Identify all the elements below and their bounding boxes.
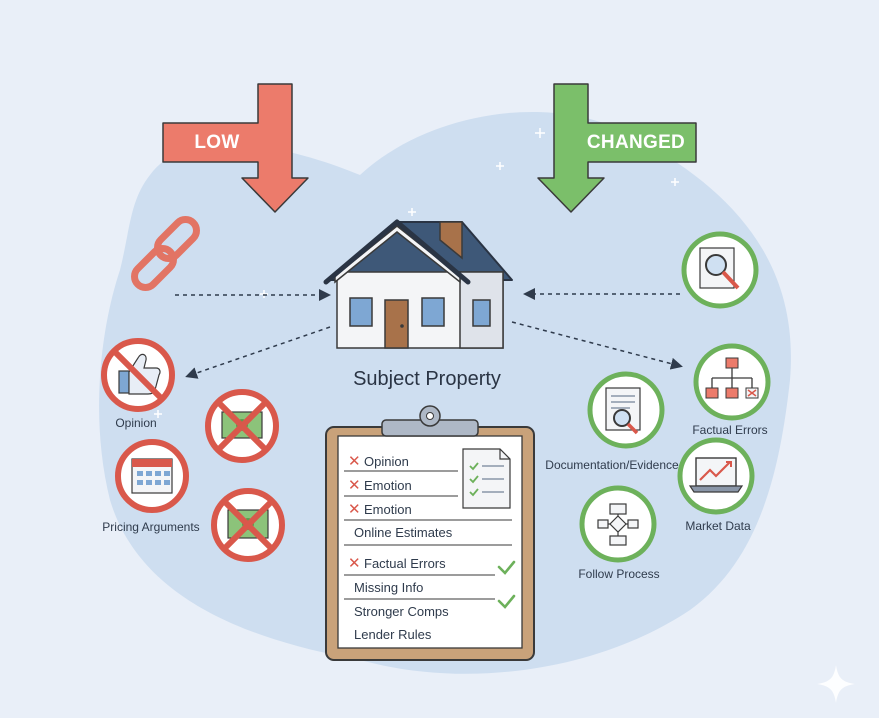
checklist-item: ✕Opinion: [348, 452, 409, 470]
check-icon: [497, 560, 516, 575]
opinion-label: Opinion: [115, 416, 157, 430]
calendar-prohibited-icon: [115, 439, 189, 513]
checklist-item: ✕Emotion: [348, 476, 412, 494]
checklist-item-text: Online Estimates: [354, 525, 453, 540]
checklist-item-text: Factual Errors: [364, 555, 446, 571]
money-prohibited-icon: [211, 488, 285, 562]
market-data-label: Market Data: [685, 519, 751, 533]
check-icon: [497, 594, 516, 609]
checklist-document-icon: [462, 448, 511, 509]
low-arrow: [162, 83, 309, 213]
magnifier-document-icon: [681, 231, 759, 309]
money-prohibited-icon: [205, 389, 279, 463]
document-magnifier-icon: [587, 371, 665, 449]
checklist-item-text: Emotion: [364, 477, 412, 493]
changed-arrow: [537, 83, 697, 213]
sparkles: [154, 128, 679, 418]
checklist-item-text: Stronger Comps: [354, 604, 449, 619]
x-mark-icon: ✕: [348, 453, 361, 470]
documentation-evidence-label: Documentation/Evidence: [545, 458, 679, 472]
x-mark-icon: ✕: [348, 501, 361, 518]
checklist-item: ✕Factual Errors: [348, 554, 446, 572]
checklist-item-text: Missing Info: [354, 580, 424, 595]
follow-process-label: Follow Process: [578, 567, 660, 581]
thumbs-up-prohibited-icon: [101, 338, 175, 412]
subject-property-title: Subject Property: [353, 368, 501, 390]
checklist-item: Missing Info: [348, 580, 423, 595]
flowchart-icon: [579, 485, 657, 563]
broken-chain-icon: [131, 216, 200, 291]
checklist-item-text: Lender Rules: [354, 627, 432, 642]
house-icon: [323, 219, 513, 349]
check-mark-icons: [497, 560, 516, 609]
pricing-arguments-label: Pricing Arguments: [102, 520, 200, 534]
connectors: [175, 288, 683, 379]
laptop-chart-icon: [677, 437, 755, 515]
low-label: LOW: [194, 132, 240, 153]
org-chart-icon: [693, 343, 771, 421]
checklist-separators: [344, 470, 512, 600]
checklist-item-text: Opinion: [364, 453, 409, 469]
changed-label: CHANGED: [586, 132, 686, 153]
checklist-item: ✕Emotion: [348, 500, 412, 518]
checklist-item: Online Estimates: [348, 525, 452, 540]
checklist-item-text: Emotion: [364, 501, 412, 517]
x-mark-icon: ✕: [348, 555, 361, 572]
checklist-item: Lender Rules: [348, 627, 431, 642]
checklist-item: Stronger Comps: [348, 604, 449, 619]
corner-sparkle-icon: [817, 665, 855, 703]
factual-errors-label: Factual Errors: [692, 423, 768, 437]
x-mark-icon: ✕: [348, 477, 361, 494]
